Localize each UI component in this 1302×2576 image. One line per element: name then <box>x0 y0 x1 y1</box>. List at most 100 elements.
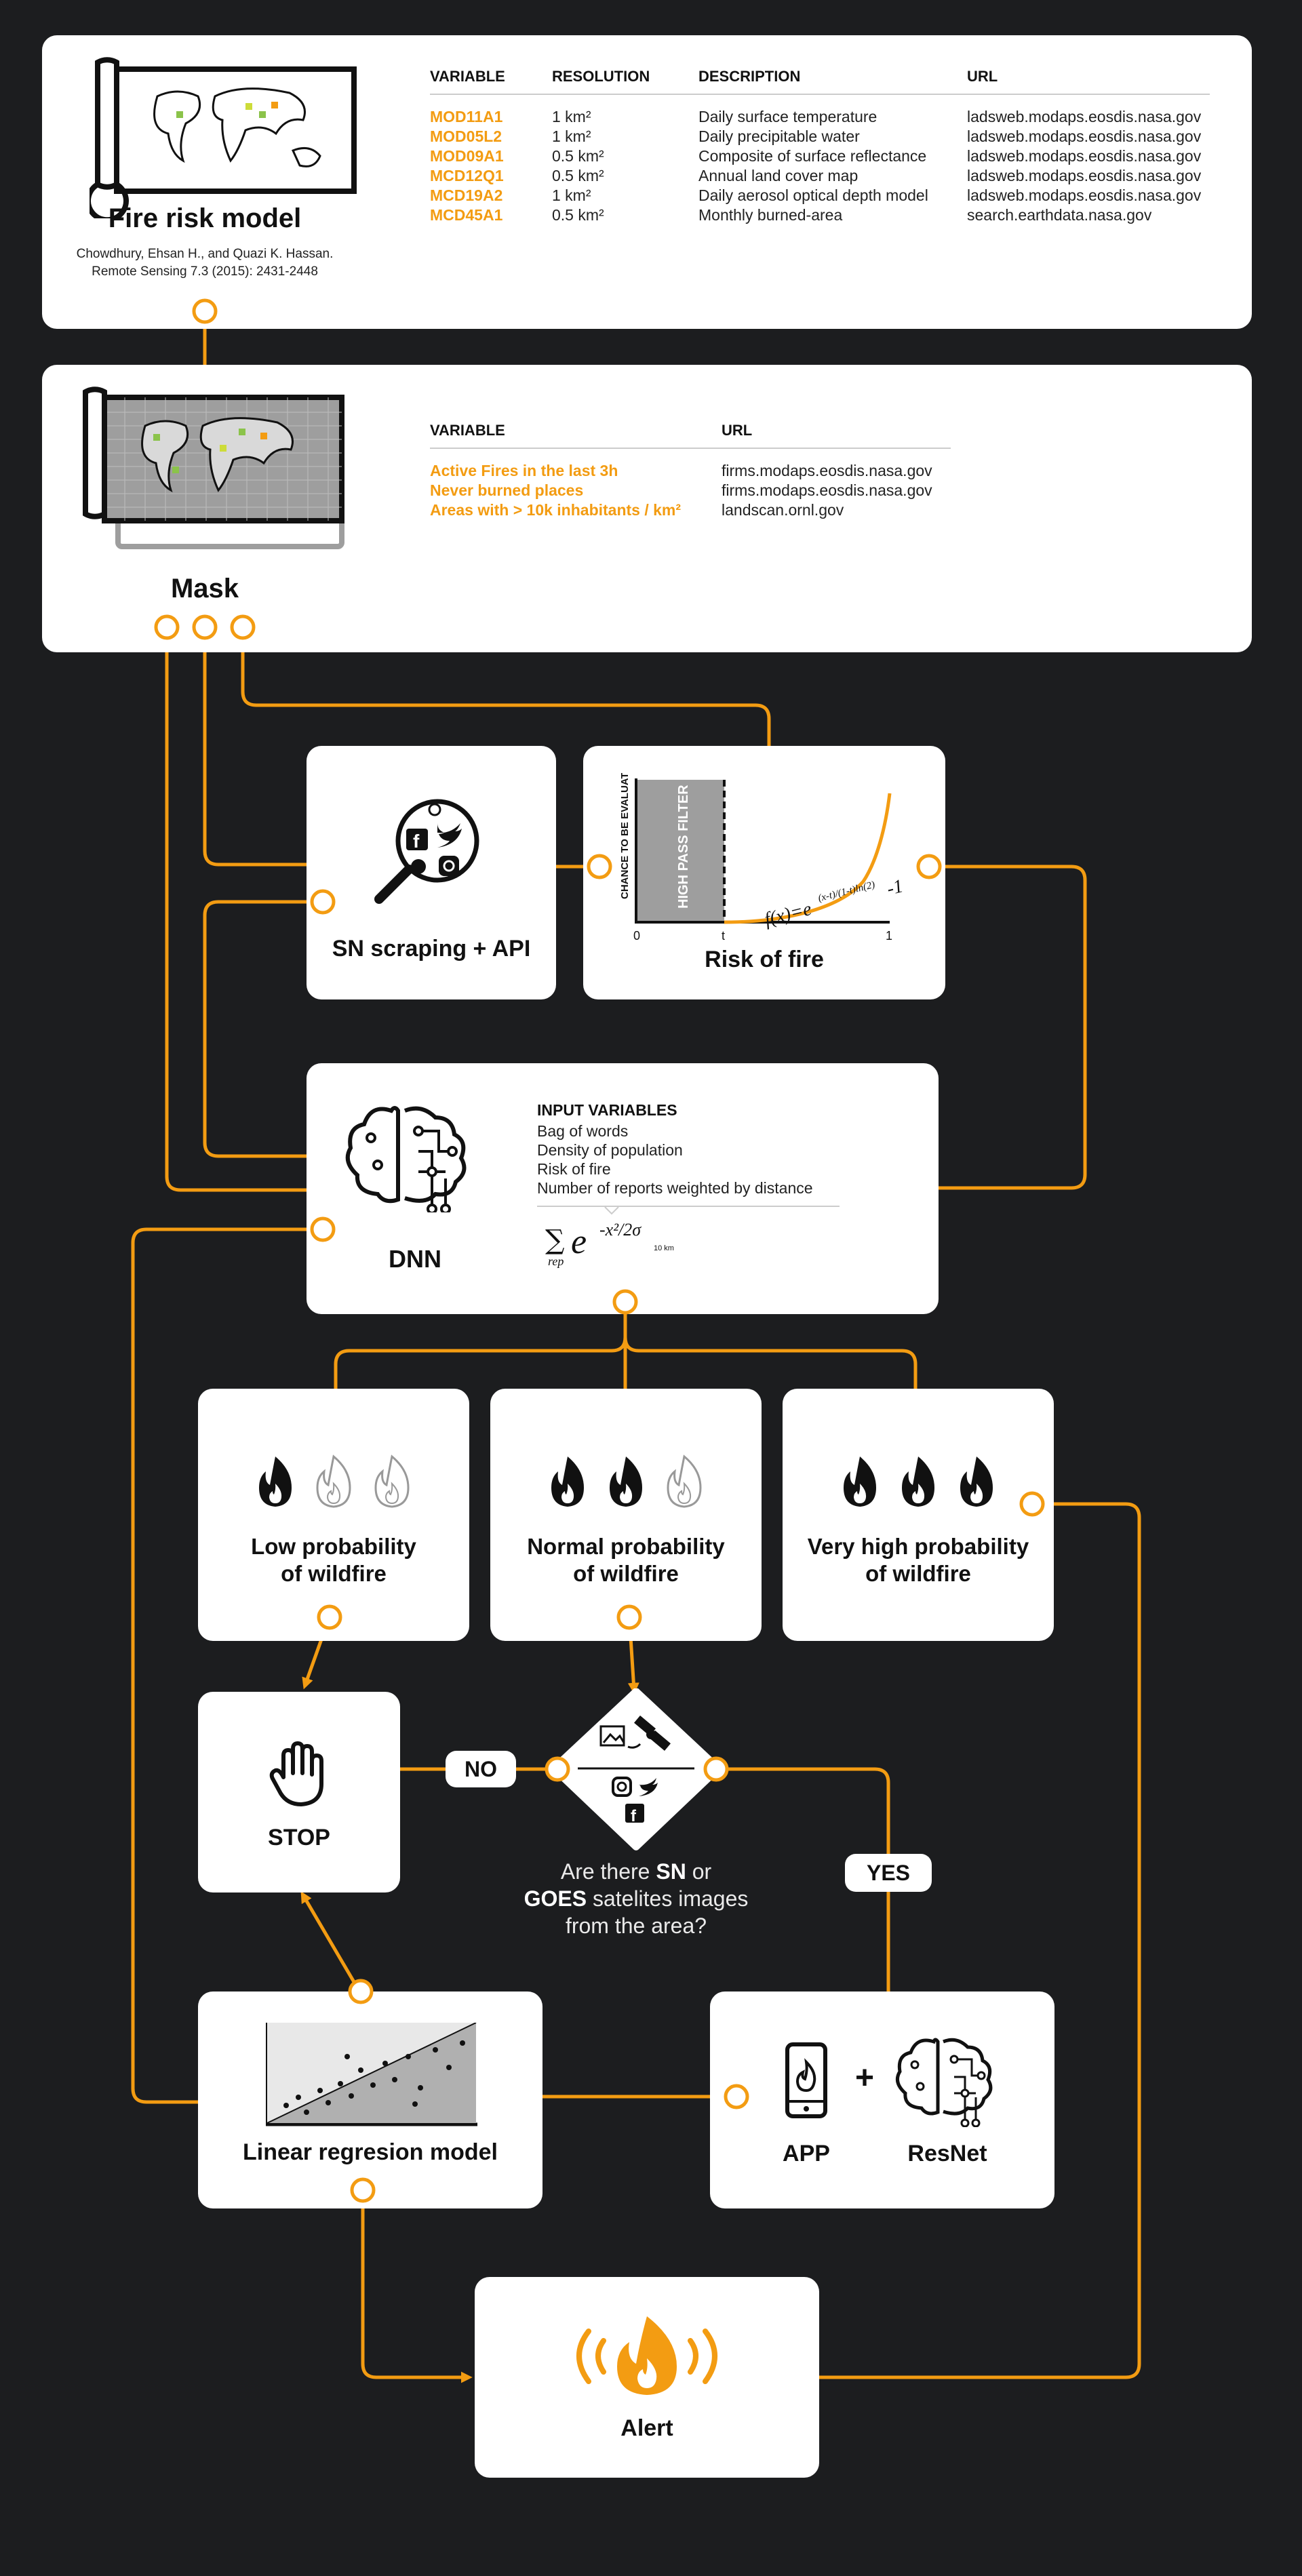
table-header-variable: VARIABLE <box>430 68 505 85</box>
table-cell-variable: MOD09A1 <box>430 147 504 165</box>
connector-mask-to-dnn <box>165 635 334 1196</box>
mask-cell-url: firms.modaps.eosdis.nasa.gov <box>722 481 932 499</box>
twitter-icon <box>639 1778 658 1796</box>
connector-mask-to-sn <box>203 635 334 871</box>
formula-sum: ∑ <box>545 1225 565 1256</box>
flame-rating-icons <box>844 1457 993 1507</box>
table-cell-url: search.earthdata.nasa.gov <box>967 206 1152 224</box>
table-cell-description: Composite of surface reflectance <box>698 147 927 165</box>
table-cell-url: ladsweb.modaps.eosdis.nasa.gov <box>967 127 1202 145</box>
stop-title: STOP <box>268 1825 330 1850</box>
table-cell-url: ladsweb.modaps.eosdis.nasa.gov <box>967 147 1202 165</box>
magnifier-social-icon: f <box>374 799 479 904</box>
dnn-inputs-heading: INPUT VARIABLES <box>537 1101 677 1119</box>
table-cell-description: Daily aerosol optical depth model <box>698 186 928 204</box>
world-map-scroll-icon <box>90 57 357 218</box>
table-cell-resolution: 0.5 km² <box>552 167 604 184</box>
table-cell-variable: MOD05L2 <box>430 127 502 145</box>
app-label: APP <box>783 2141 830 2166</box>
stop-hand-icon <box>269 1741 323 1806</box>
reddit-icon <box>411 859 426 874</box>
table-cell-description: Daily precipitable water <box>698 127 860 145</box>
connector-decision-to-app <box>714 1767 894 2013</box>
citation-line-1: Chowdhury, Ehsan H., and Quazi K. Hassan… <box>76 247 334 261</box>
mask-card: Mask VARIABLE URL Active Fires in the la… <box>42 365 1252 652</box>
flame-icon <box>316 1454 351 1508</box>
mask-table-divider <box>430 448 951 449</box>
risk-curve-graph: CHANCE TO BE EVALUATE HIGH PASS FILTER 0… <box>619 773 905 943</box>
connector-mask-to-risk <box>241 635 775 781</box>
dnn-input-item: Risk of fire <box>537 1160 611 1178</box>
star-icon <box>428 803 441 816</box>
flame-icon <box>374 1454 410 1508</box>
table-header-description: DESCRIPTION <box>698 68 801 85</box>
alert-fire-icon <box>576 2316 717 2395</box>
q-line1-post: or <box>686 1859 712 1884</box>
outcome-line-1: Normal probability <box>527 1534 725 1559</box>
outcome-line-2: of wildfire <box>865 1561 971 1586</box>
q-line1-bold: SN <box>656 1859 686 1884</box>
instagram-icon <box>612 1777 632 1797</box>
dnn-input-item: Bag of words <box>537 1122 629 1140</box>
mask-header-variable: VARIABLE <box>430 422 505 439</box>
dnn-title: DNN <box>389 1245 441 1273</box>
plus-sign: + <box>855 2060 875 2096</box>
flame-icon <box>667 1454 702 1508</box>
flame-rating-icons <box>259 1454 410 1508</box>
table-divider <box>430 94 1210 95</box>
facebook-icon <box>406 829 428 850</box>
table-cell-resolution: 0.5 km² <box>552 206 604 224</box>
risk-curve <box>724 793 892 924</box>
tick-1: 1 <box>886 929 892 943</box>
mask-title: Mask <box>170 574 239 603</box>
connector-high-to-alert <box>789 1502 1141 2383</box>
facebook-icon <box>625 1804 644 1823</box>
table-cell-variable: MOD11A1 <box>430 108 503 125</box>
formula-exp: -x²/2σ <box>599 1220 642 1240</box>
table-cell-resolution: 1 km² <box>552 186 591 204</box>
formula-tail: -1 <box>885 875 905 900</box>
alert-title: Alert <box>620 2415 673 2441</box>
fire-risk-model-card: Fire risk model Chowdhury, Ehsan H., and… <box>42 35 1252 329</box>
fire-risk-model-title: Fire risk model <box>108 203 302 233</box>
outcome-line-2: of wildfire <box>573 1561 679 1586</box>
svg-text:f: f <box>413 831 420 852</box>
flame-icon <box>551 1457 584 1507</box>
q-line2-post: satelites images <box>587 1886 749 1911</box>
scatter-regression-icon <box>266 2023 477 2126</box>
svg-text:f: f <box>631 1807 637 1825</box>
formula-sum-sub: rep <box>548 1254 564 1268</box>
brain-circuit-icon <box>345 1106 467 1212</box>
table-cell-resolution: 1 km² <box>552 108 591 125</box>
mask-cell-variable: Active Fires in the last 3h <box>430 462 618 479</box>
table-cell-variable: MCD12Q1 <box>430 167 504 184</box>
mask-cell-variable: Never burned places <box>430 481 584 499</box>
table-cell-resolution: 1 km² <box>552 127 591 145</box>
table-cell-description: Monthly burned-area <box>698 206 843 224</box>
y-axis-label: CHANCE TO BE EVALUATE <box>619 773 631 899</box>
linear-regression-card: Linear regresion model <box>198 1992 542 2208</box>
band-label: HIGH PASS FILTER <box>676 785 691 909</box>
sn-scraping-card: f SN scraping + API <box>307 746 556 999</box>
decision-question: Are there SN or GOES satelites images fr… <box>475 1858 797 1939</box>
formula-e: e <box>571 1223 587 1261</box>
connector-sn-to-dnn <box>203 900 334 1162</box>
formula-exponent: (x-t)/(1-t)ln(2) <box>817 879 876 904</box>
table-cell-description: Daily surface temperature <box>698 108 877 125</box>
risk-of-fire-card: CHANCE TO BE EVALUATE HIGH PASS FILTER 0… <box>583 746 945 999</box>
sn-scraping-title: SN scraping + API <box>332 936 531 962</box>
yes-label: YES <box>845 1854 932 1892</box>
alert-card: Alert <box>475 2277 819 2478</box>
tick-t: t <box>722 929 725 943</box>
table-cell-variable: MCD19A2 <box>430 186 503 204</box>
q-line2-bold: GOES <box>524 1886 587 1911</box>
mask-cell-url: firms.modaps.eosdis.nasa.gov <box>722 462 932 479</box>
image-satellite-icon <box>599 1715 671 1751</box>
table-cell-url: ladsweb.modaps.eosdis.nasa.gov <box>967 167 1202 184</box>
formula-base: f(x)=e <box>762 898 814 930</box>
q-line1-pre: Are there <box>560 1859 656 1884</box>
table-cell-resolution: 0.5 km² <box>552 147 604 165</box>
